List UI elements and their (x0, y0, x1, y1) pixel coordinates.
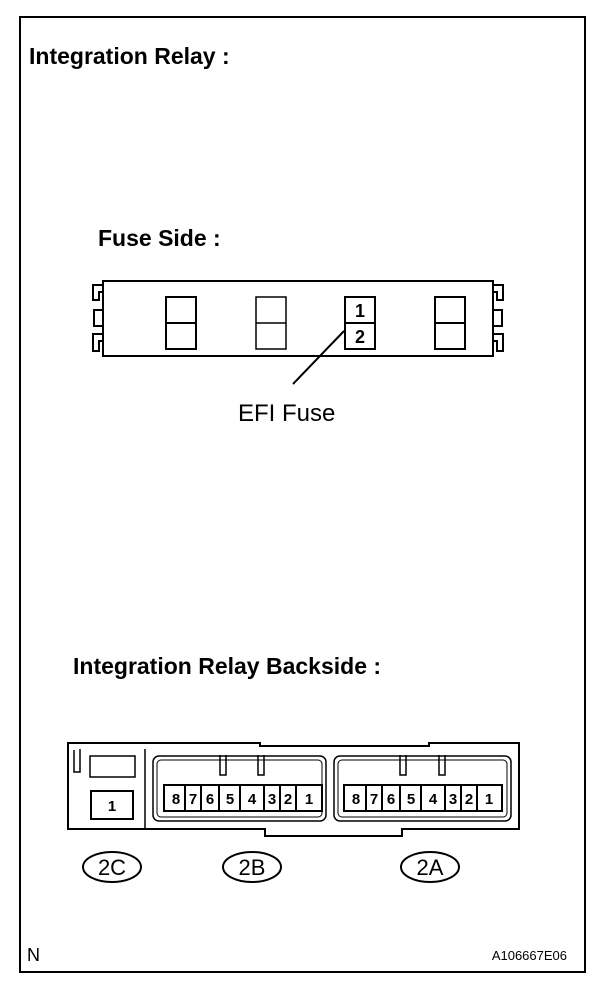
efi-fuse-callout: EFI Fuse (238, 400, 335, 427)
connector-2a-pin-5: 5 (407, 791, 415, 808)
corner-mark: N (27, 945, 40, 965)
label-2a-text: 2A (417, 855, 444, 880)
connector-2c: 1 (73, 749, 136, 820)
connector-2a: 8 7 6 5 4 3 2 1 (333, 755, 512, 822)
connector-2b-pin-7: 7 (189, 791, 197, 808)
connector-2b-pin-5: 5 (226, 791, 234, 808)
connector-2b-pin-8: 8 (172, 791, 180, 808)
backside-heading: Integration Relay Backside : (73, 653, 381, 679)
connector-2a-pin-2: 2 (465, 791, 473, 808)
label-2a: 2A (400, 851, 460, 883)
page-title: Integration Relay : (29, 43, 230, 69)
connector-2a-pin-6: 6 (387, 791, 395, 808)
efi-leader-line (292, 330, 345, 385)
connector-2b-pin-2: 2 (284, 791, 292, 808)
backside-housing (67, 742, 520, 837)
fuse-slot-2 (255, 296, 287, 350)
efi-fuse-pin-2: 2 (355, 327, 365, 347)
fuse-slot-1 (165, 296, 197, 350)
diagram-frame (19, 16, 586, 973)
label-2b-text: 2B (239, 855, 266, 880)
fuse-block (92, 280, 504, 357)
label-2c: 2C (82, 851, 142, 883)
connector-2b: 8 7 6 5 4 3 2 1 (152, 755, 327, 822)
connector-2b-pin-3: 3 (268, 791, 276, 808)
connector-2a-pin-7: 7 (370, 791, 378, 808)
connector-2c-pin-1: 1 (108, 798, 116, 815)
label-2c-text: 2C (98, 855, 126, 880)
connector-2b-pin-6: 6 (206, 791, 214, 808)
efi-fuse-slot: 1 2 (344, 296, 376, 350)
connector-2a-pin-1: 1 (485, 791, 493, 808)
efi-fuse-pin-1: 1 (355, 301, 365, 321)
figure-code: A106667E06 (492, 948, 567, 963)
connector-2b-pin-4: 4 (248, 791, 257, 808)
connector-2b-pin-1: 1 (305, 791, 313, 808)
connector-2a-pin-8: 8 (352, 791, 360, 808)
connector-2a-pin-4: 4 (429, 791, 438, 808)
connector-2a-pin-3: 3 (449, 791, 457, 808)
fuse-side-heading: Fuse Side : (98, 225, 221, 251)
fuse-slot-4 (434, 296, 466, 350)
label-2b: 2B (222, 851, 282, 883)
